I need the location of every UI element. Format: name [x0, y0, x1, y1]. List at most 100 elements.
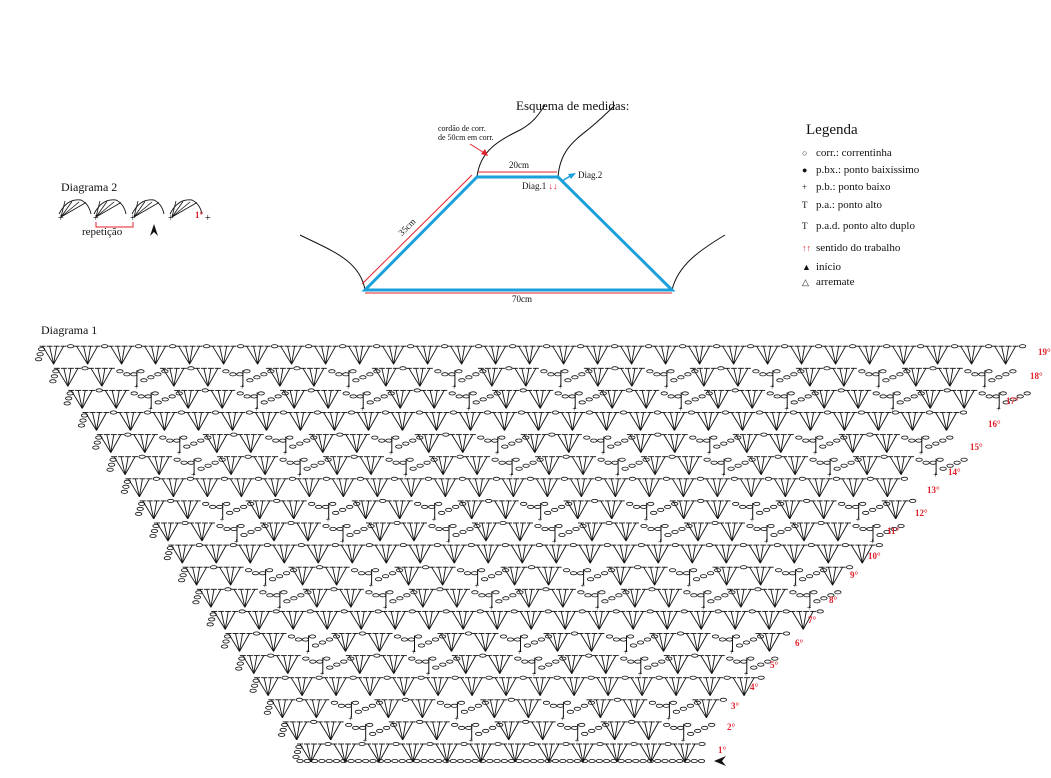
chain-stitch-icon — [764, 476, 773, 481]
chain-stitch-icon — [866, 476, 875, 481]
chain-stitch-icon — [896, 372, 904, 377]
chain-stitch-icon — [223, 634, 232, 639]
shell-stitch-group — [415, 610, 443, 630]
double-crochet-stitch — [852, 478, 857, 497]
double-crochet-stitch — [139, 478, 150, 498]
double-crochet-stitch — [325, 566, 337, 586]
single-crochet-icon: + — [452, 382, 457, 391]
double-crochet-stitch — [652, 633, 664, 652]
double-crochet-stitch — [269, 522, 275, 542]
double-crochet-stitch — [666, 655, 679, 674]
chain-arc — [131, 199, 165, 215]
chain-stitch-icon — [202, 501, 210, 506]
chain-stitch-icon — [939, 438, 947, 443]
double-crochet-stitch — [423, 346, 429, 365]
chain-stitch-icon — [943, 388, 951, 393]
double-crochet-stitch — [946, 412, 950, 431]
chain-stitch-icon — [379, 593, 387, 598]
row-label: 8° — [829, 595, 838, 605]
double-crochet-stitch — [537, 566, 549, 586]
chain-stitch-icon — [402, 441, 410, 446]
chain-stitch-icon — [519, 675, 527, 680]
chain-stitch-icon — [837, 388, 845, 393]
chain-stitch-icon — [770, 533, 778, 538]
chain-stitch-icon — [706, 571, 715, 576]
chain-stitch-icon — [499, 521, 507, 526]
shell-stitch-group — [824, 522, 851, 542]
chain-stitch-icon — [302, 656, 310, 661]
double-crochet-stitch — [223, 345, 234, 365]
double-crochet-stitch — [472, 456, 478, 475]
chain-stitch-icon — [499, 634, 508, 639]
double-crochet-stitch — [900, 456, 912, 475]
double-crochet-stitch — [603, 721, 616, 741]
double-crochet-stitch — [737, 368, 749, 387]
double-crochet-stitch — [206, 478, 211, 497]
chain-stitch-icon — [486, 394, 494, 399]
double-crochet-stitch — [534, 412, 539, 431]
double-crochet-stitch — [408, 544, 421, 564]
shell-stitch-group — [456, 412, 484, 431]
double-crochet-stitch — [124, 456, 136, 475]
double-crochet-stitch — [409, 522, 415, 542]
chain-stitch-icon — [203, 344, 211, 349]
chain-stitch-icon — [578, 400, 586, 405]
chain-stitch-icon — [639, 759, 647, 764]
single-crochet-icon: + — [681, 736, 686, 745]
double-crochet-stitch — [440, 633, 452, 652]
shell-stitch-group — [374, 699, 402, 719]
chain-stitch-icon — [753, 527, 761, 532]
chain-stitch-icon — [494, 571, 503, 576]
chain-stitch-icon — [369, 759, 377, 764]
double-crochet-stitch — [378, 743, 383, 763]
shell-stitch-group — [712, 566, 740, 586]
chain-stitch-icon — [771, 656, 779, 661]
double-crochet-stitch — [519, 611, 532, 630]
shell-stitch-group — [422, 412, 450, 431]
chain-stitch-icon — [823, 460, 831, 465]
chain-stitch-icon — [273, 498, 281, 503]
chain-stitch-icon — [238, 656, 246, 661]
double-crochet-stitch — [393, 345, 404, 365]
chain-stitch-icon — [282, 571, 291, 576]
double-crochet-stitch — [616, 743, 628, 763]
shell-stitch-group — [592, 412, 620, 431]
double-crochet-stitch — [239, 434, 252, 453]
double-crochet-stitch — [607, 390, 613, 409]
double-crochet-stitch — [408, 566, 419, 586]
chain-stitch-icon — [296, 441, 304, 446]
chain-stitch-icon — [749, 637, 758, 642]
double-crochet-stitch — [886, 478, 891, 497]
double-crochet-stitch — [843, 368, 848, 387]
double-crochet-stitch — [244, 589, 249, 608]
chain-stitch-icon — [449, 759, 457, 764]
double-crochet-stitch — [539, 390, 551, 409]
shell-stitch-group — [492, 389, 520, 409]
chain-stitch-icon — [469, 391, 477, 396]
double-crochet-stitch — [780, 434, 792, 453]
chain-stitch-icon — [705, 543, 713, 548]
double-crochet-stitch — [841, 434, 854, 453]
chain-stitch-icon — [281, 722, 289, 727]
double-crochet-stitch — [253, 655, 265, 674]
chain-stitch-icon — [770, 504, 778, 509]
double-crochet-stitch — [833, 522, 839, 542]
double-crochet-stitch — [298, 567, 304, 586]
shell-stitch-group — [889, 345, 917, 365]
chain-stitch-icon — [250, 394, 258, 399]
chain-stitch-icon — [797, 369, 805, 374]
double-crochet-stitch — [712, 478, 718, 497]
chain-stitch-icon — [529, 460, 537, 465]
double-crochet-stitch — [937, 345, 948, 365]
double-crochet-stitch — [480, 743, 485, 763]
chain-stitch-icon — [223, 501, 231, 506]
shell-stitch-group — [864, 412, 892, 431]
double-crochet-stitch — [325, 456, 338, 475]
chain-stitch-icon — [960, 457, 968, 462]
double-crochet-stitch — [375, 522, 381, 542]
double-crochet-stitch — [332, 456, 338, 475]
row-label: 17° — [1006, 396, 1019, 406]
double-crochet-stitch — [805, 368, 811, 387]
chain-stitch-icon — [939, 466, 947, 471]
double-crochet-stitch — [504, 721, 510, 740]
